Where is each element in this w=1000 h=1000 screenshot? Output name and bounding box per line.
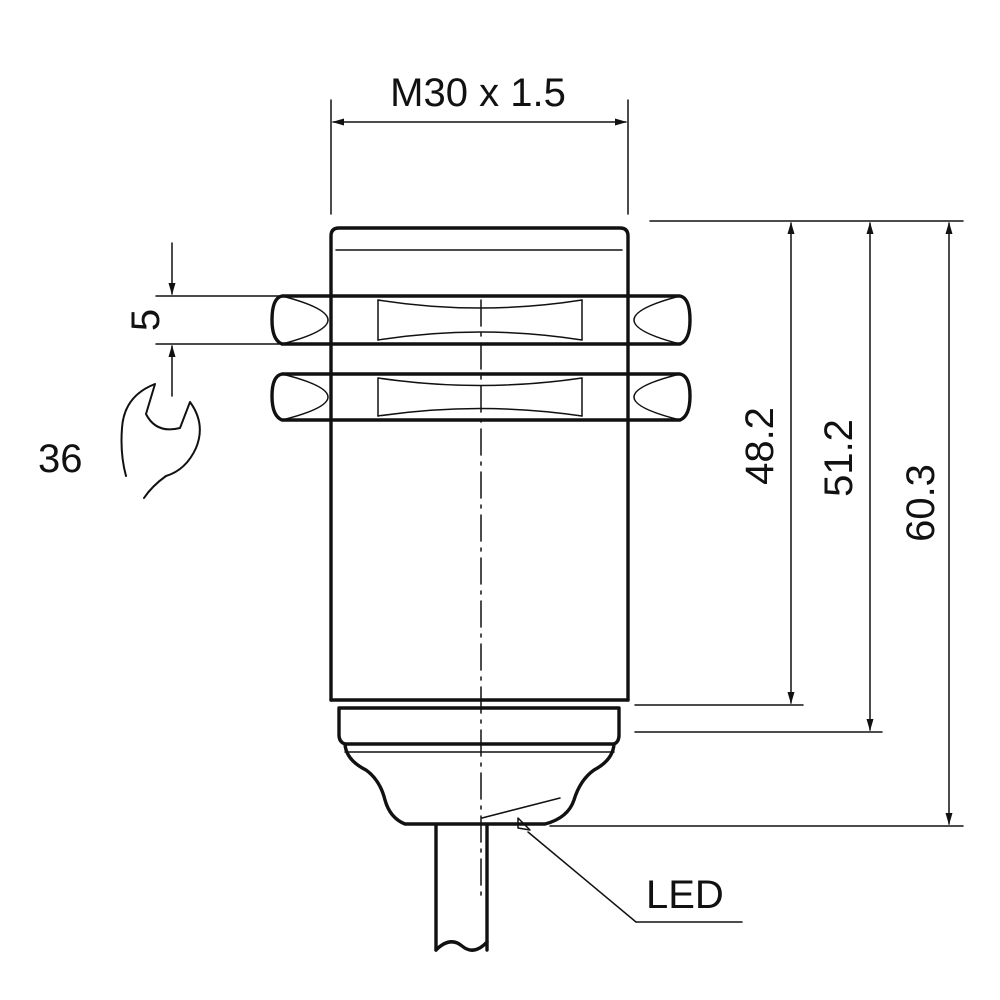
thread-label: M30 x 1.5 <box>390 71 566 115</box>
led-callout: LED <box>517 817 743 923</box>
led-label: LED <box>646 873 724 917</box>
hex-nut-lower <box>270 372 692 422</box>
wrench-icon <box>120 383 201 499</box>
length-60-3-label: 60.3 <box>899 464 943 542</box>
sensor-body <box>329 226 630 826</box>
nut-thickness-dimension: 5 <box>124 242 283 397</box>
hex-nut-upper <box>270 294 692 346</box>
thread-dimension: M30 x 1.5 <box>330 71 629 215</box>
length-51-2-label: 51.2 <box>817 419 861 497</box>
length-dimensions: 48.2 51.2 60.3 <box>549 220 964 827</box>
wrench-size-callout: 36 <box>38 383 201 499</box>
nut-thickness-label: 5 <box>124 309 168 331</box>
wrench-size-label: 36 <box>38 437 83 481</box>
sensor-cable <box>434 824 489 952</box>
length-48-2-label: 48.2 <box>738 407 782 485</box>
